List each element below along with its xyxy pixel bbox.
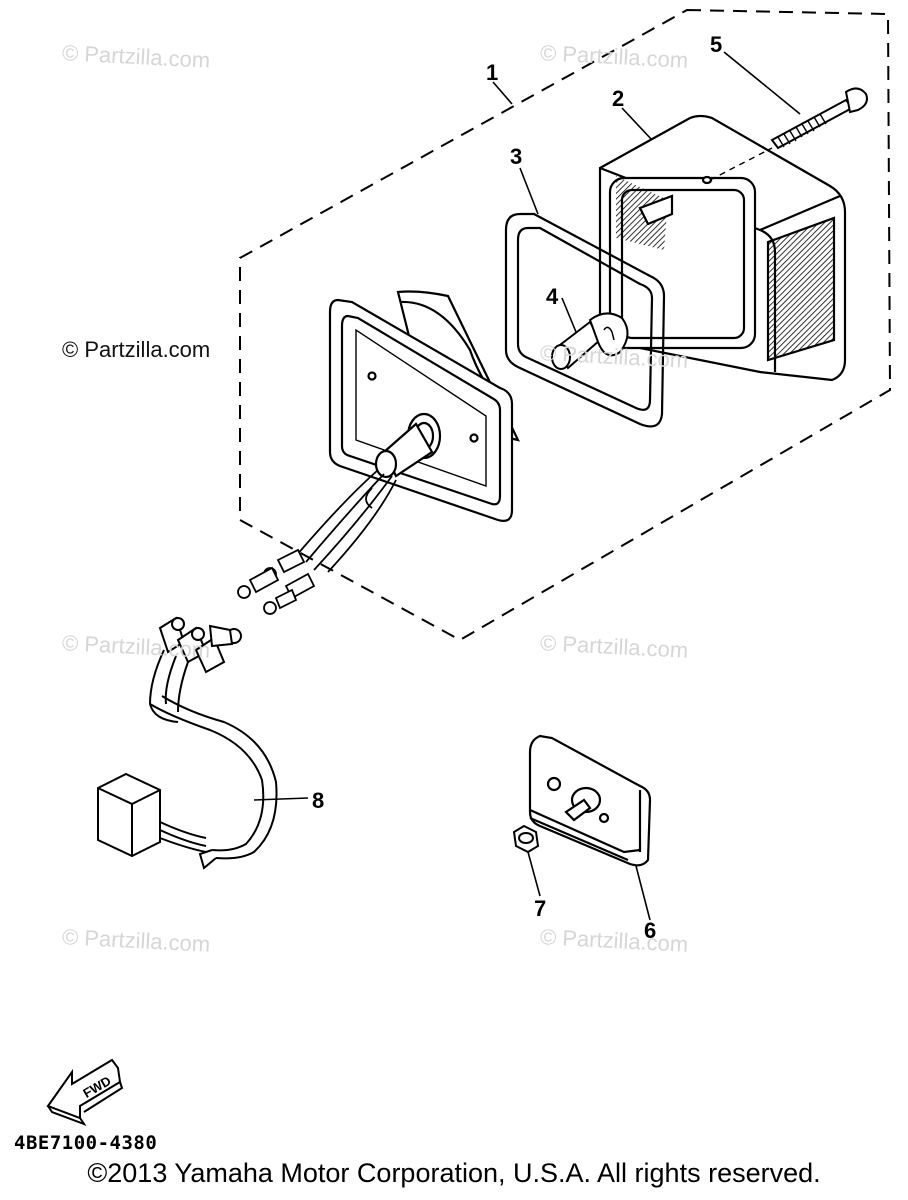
callout-7: 7 [534, 896, 546, 921]
part-8-wire-harness[interactable] [97, 616, 278, 870]
watermark-prominent: © Partzilla.com [62, 337, 211, 362]
part-2-lens-housing[interactable] [598, 114, 847, 382]
callout-8: 8 [312, 788, 324, 813]
tail-light-base[interactable] [328, 290, 520, 522]
part-7-nut[interactable] [512, 824, 540, 854]
part-5-screw[interactable] [709, 87, 868, 181]
callout-3: 3 [510, 144, 522, 169]
callout-1: 1 [486, 60, 498, 85]
callout-6: 6 [644, 918, 656, 943]
part-6-license-light[interactable] [528, 734, 652, 867]
copyright-notice: ©2013 Yamaha Motor Corporation, U.S.A. A… [87, 1158, 821, 1188]
callout-5: 5 [710, 32, 722, 57]
fwd-arrow-icon: FWD [46, 1058, 124, 1127]
callout-2: 2 [612, 86, 624, 111]
assembly-outline [239, 8, 892, 642]
part-3-gasket[interactable] [504, 212, 666, 428]
leader-lines [253, 51, 801, 921]
socket-wires [295, 469, 397, 573]
socket-connectors [237, 548, 316, 615]
diagram-code: 4BE7100-4380 [14, 1132, 158, 1154]
part-4-bulb[interactable] [551, 312, 629, 370]
callout-4: 4 [546, 284, 559, 309]
